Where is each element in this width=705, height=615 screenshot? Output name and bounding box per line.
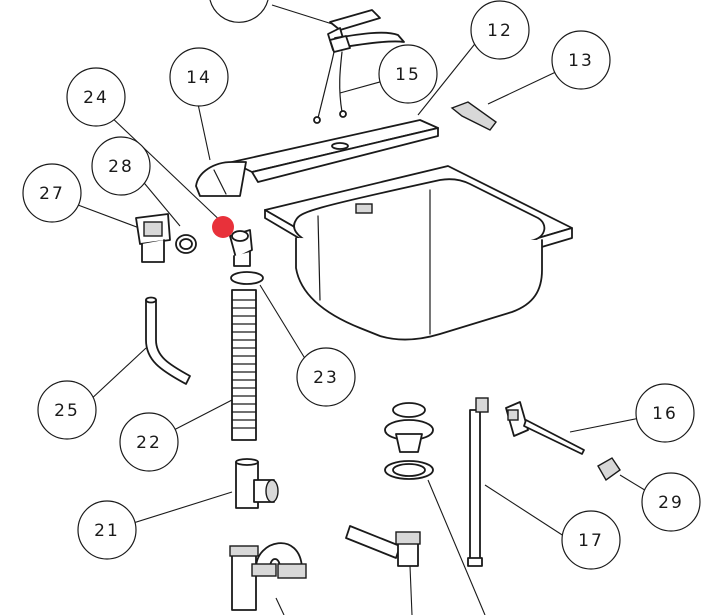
callout-28: 28 [91, 136, 151, 196]
callout-17: 17 [561, 510, 621, 570]
callout-label: 22 [136, 433, 162, 453]
drain-elbow-pipe [345, 525, 421, 567]
callout-27: 27 [22, 163, 82, 223]
highlight-marker [212, 216, 234, 238]
callout-label: 24 [83, 88, 109, 108]
sink-basin [264, 165, 573, 341]
callout-25: 25 [37, 380, 97, 440]
callout-label: 21 [94, 521, 120, 541]
callout-label: 27 [39, 184, 65, 204]
callout-23: 23 [296, 347, 356, 407]
callout-label: 29 [658, 493, 684, 513]
callout-label: 13 [568, 51, 594, 71]
seal-ring-28 [175, 234, 197, 254]
valve-16 [505, 401, 585, 455]
faucet [313, 9, 405, 124]
leader-lines [77, 4, 649, 615]
callout-partial-top [209, 0, 269, 23]
strainer-assembly [384, 402, 434, 480]
callout-label: 16 [652, 404, 678, 424]
callout-14: 14 [169, 47, 229, 107]
callout-label: 17 [578, 531, 604, 551]
callout-12: 12 [470, 0, 530, 60]
callout-label: 23 [313, 368, 339, 388]
overflow-body-27 [135, 213, 171, 263]
water-pipe-17 [467, 397, 489, 567]
callout-16: 16 [635, 383, 695, 443]
callout-21: 21 [77, 500, 137, 560]
callout-15: 15 [378, 44, 438, 104]
callout-label: 12 [487, 21, 513, 41]
callout-29: 29 [641, 472, 701, 532]
end-cap-14 [195, 161, 247, 197]
callout-24: 24 [66, 67, 126, 127]
faucet-mounting-plate [231, 119, 439, 183]
callout-label: 14 [186, 68, 212, 88]
siphon-trap [229, 542, 307, 611]
callout-22: 22 [119, 412, 179, 472]
callout-label: 28 [108, 157, 134, 177]
callout-label: 25 [54, 401, 80, 421]
corrugated-hose-22 [231, 289, 257, 441]
bent-pipe-25 [145, 296, 191, 385]
fitting-29 [597, 457, 621, 482]
overflow-elbow-24 [229, 229, 253, 267]
t-fitting-21 [235, 458, 279, 509]
callout-13: 13 [551, 30, 611, 90]
o-ring-23 [230, 271, 264, 285]
callout-label: 15 [395, 65, 421, 85]
handle-13 [450, 101, 497, 131]
